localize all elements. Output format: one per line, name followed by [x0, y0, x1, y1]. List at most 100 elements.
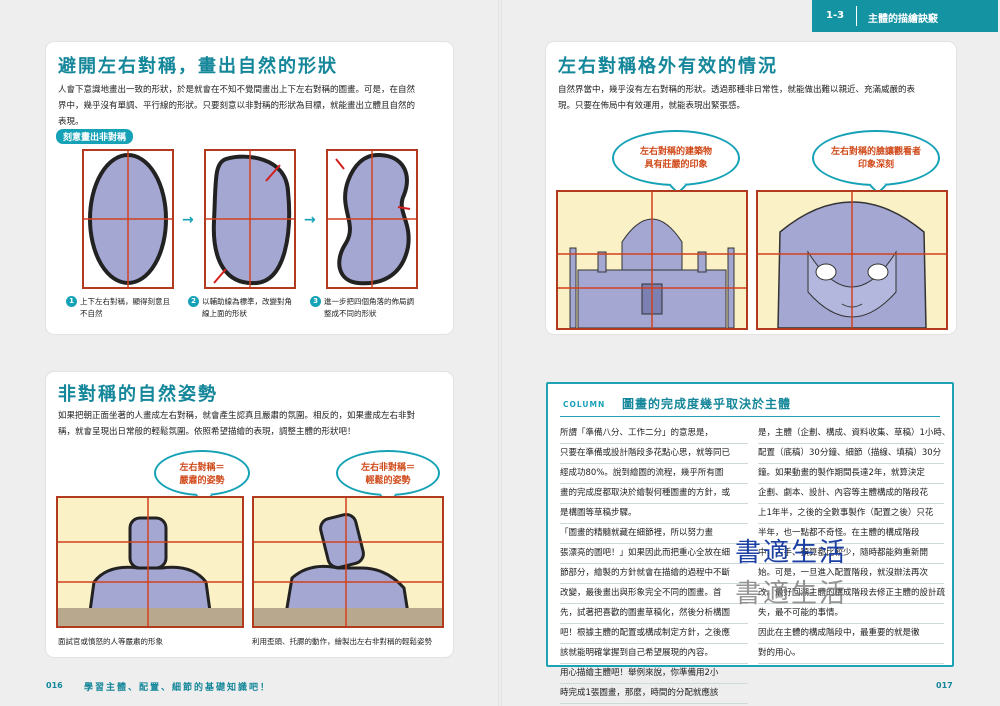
column-line: 因此在主體的構成階段中，最重要的就是徹: [758, 624, 944, 644]
bubble-line: 左右非對稱＝: [360, 463, 415, 473]
asymmetric-pose-illustration: [252, 496, 444, 628]
column-line: 始。可是，一旦進入配置階段，就沒辦法再次: [758, 564, 944, 584]
column-line: 企劃、劇本、設計、內容等主體構成的階段花: [758, 484, 944, 504]
watermark: 書適生活: [735, 579, 848, 609]
page-number-left: 016: [46, 681, 63, 690]
section-body: 人會下意識地畫出一致的形狀，於是就會在不知不覺間畫出上下左右對稱的圖畫。可是，在…: [58, 82, 448, 130]
page-gutter: [498, 0, 502, 706]
body-line: 人會下意識地畫出一致的形狀，於是就會在不知不覺間畫出上下左右對稱的圖畫。可是，在…: [58, 85, 416, 95]
column-line: 用心描繪主體吧！舉例來說，你準備用2小: [560, 664, 748, 684]
shape-frame-3: [326, 149, 418, 289]
shape-frame-1: [82, 149, 174, 289]
column-line: 失，最不可能的事情。: [758, 604, 944, 624]
body-line: 界中，幾乎沒有單調、平行線的形狀。只要刻意以非對稱的形狀為目標，就能畫出立體且自…: [58, 101, 416, 111]
column-line: 鐘。如果動畫的製作期間長達2年，就算決定: [758, 464, 944, 484]
column-line: 畫的完成度都取決於繪製何種圖畫的方針，或: [560, 484, 748, 504]
column-title: 圖畫的完成度幾乎取決於主體: [622, 397, 792, 411]
column-line: 張漂亮的圖吧！」如果因此而把重心全放在細: [560, 544, 748, 564]
caption-left: 面試官或憤怒的人等嚴肅的形象: [58, 637, 163, 646]
section-title: 避開左右對稱，畫出自然的形狀: [58, 56, 338, 77]
body-line: 稱，就會呈現出日常般的輕鬆氛圍。依照希望描繪的表現，調整主體的形狀吧！: [58, 427, 356, 437]
pose-drawing: [254, 498, 442, 626]
column-line: 吧！根據主體的配置或構成制定方針，之後應: [560, 624, 748, 644]
pose-drawing: [58, 498, 242, 626]
panel-natural-pose: 非對稱的自然姿勢 如果把朝正面坐著的人畫成左右對稱，就會產生認真且嚴肅的氛圍。相…: [46, 372, 453, 657]
column-line: 上1年半，之後的全數事製作（配置之後）只花: [758, 504, 944, 524]
bubble-line: 左右對稱的建築物: [639, 147, 712, 157]
column-line: 改變，最後畫出與形象完全不同的圖畫。首: [560, 584, 748, 604]
speech-bubble-asymmetric: 左右非對稱＝ 輕鬆的姿勢: [336, 450, 440, 505]
symmetric-pose-illustration: [56, 496, 244, 628]
bubble-line: 左右對稱的臉讓觀看者: [830, 147, 921, 157]
step-text: 以輔助線為標準，改變對角線上面的形狀: [202, 296, 292, 320]
shape-illustration: [328, 151, 416, 287]
bubble-line: 左右對稱＝: [179, 463, 225, 473]
bubble-line: 印象深刻: [857, 160, 894, 170]
column-line: 「圖畫的精髓就藏在細節裡，所以努力畫: [560, 524, 748, 544]
chapter-title: 主體的描繪訣竅: [868, 14, 938, 25]
tip-chip: 刻意畫出非對稱: [56, 129, 134, 144]
column-line: 配置（底稿）30分鐘、細節（描線、填稿）30分: [758, 444, 944, 464]
column-line: 中，人手、預算都比較少，隨時都能夠重新開: [758, 544, 944, 564]
speech-bubble-building: 左右對稱的建築物 具有莊嚴的印象: [612, 130, 740, 195]
step-line: 進一步把四個角落的佈局調: [324, 297, 414, 306]
building-drawing: [558, 192, 746, 328]
step-line: 線上面的形狀: [202, 309, 247, 318]
step-text: 上下左右對稱，顯得刻意且不自然: [80, 296, 170, 320]
section-body: 自然界當中，幾乎沒有左右對稱的形狀。透過那種非日常性，就能做出難以親近、充滿威嚴…: [558, 82, 953, 114]
chapter-tab: 1-3 主體的描繪訣竅: [812, 0, 998, 32]
column-line: 時完成1張圖畫，那麼，時間的分配就應該: [560, 684, 748, 704]
watermark: 書適生活: [735, 538, 848, 568]
section-body: 如果把朝正面坐著的人畫成左右對稱，就會產生認真且嚴肅的氛圍。相反的，如果畫成左右…: [58, 408, 448, 440]
column-line: 是，主體（企劃、構成、資料收集、草稿）1小時、: [758, 424, 950, 444]
column-text-left: 所謂「準備八分、工作二分」的意思是， 只要在準備或設計階段多花點心思，就等同已 …: [560, 424, 748, 704]
running-title: 學習主體、配置、細節的基礎知識吧！: [84, 683, 272, 693]
step-line: 不自然: [80, 309, 103, 318]
section-title: 非對稱的自然姿勢: [58, 384, 218, 405]
speech-bubble-face: 左右對稱的臉讓觀看者 印象深刻: [812, 130, 940, 195]
page-number-right: 017: [936, 681, 953, 690]
speech-bubble-symmetric: 左右對稱＝ 嚴肅的姿勢: [154, 450, 250, 505]
bubble-line: 輕鬆的姿勢: [365, 476, 411, 486]
step-number: 1: [66, 296, 77, 307]
column-line: 經成功80%。說到繪圖的流程，幾乎所有圖: [560, 464, 748, 484]
step-text: 進一步把四個角落的佈局調整成不同的形狀: [324, 296, 414, 320]
body-line: 自然界當中，幾乎沒有左右對稱的形狀。透過那種非日常性，就能做出難以親近、充滿威嚴…: [558, 85, 916, 95]
column-line: 先，試著把喜歡的圖畫草稿化，然後分析構圖: [560, 604, 748, 624]
shape-illustration: [206, 151, 294, 287]
column-line: 對的用心。: [758, 644, 944, 664]
building-illustration: [556, 190, 748, 330]
section-title: 左右對稱格外有效的情況: [558, 56, 778, 77]
step-line: 整成不同的形狀: [324, 309, 377, 318]
column-label: COLUMN: [563, 400, 606, 409]
face-drawing: [758, 192, 946, 328]
column-box: COLUMN 圖畫的完成度幾乎取決於主體 所謂「準備八分、工作二分」的意思是， …: [546, 382, 954, 704]
column-line: 半年，也一點都不奇怪。在主體的構成階段: [758, 524, 944, 544]
shape-illustration: [84, 151, 172, 287]
column-line: 節部分，繪製的方針就會在描繪的過程中不斷: [560, 564, 748, 584]
column-line: 只要在準備或設計階段多花點心思，就等同已: [560, 444, 748, 464]
column-text-right: 是，主體（企劃、構成、資料收集、草稿）1小時、 配置（底稿）30分鐘、細節（描線…: [758, 424, 950, 664]
shape-frame-2: [204, 149, 296, 289]
column-line: 所謂「準備八分、工作二分」的意思是，: [560, 424, 748, 444]
column-line: 改。最好回溯主體的構成階段去修正主體的設計疏: [758, 584, 945, 604]
face-illustration: [756, 190, 948, 330]
step-number: 2: [188, 296, 199, 307]
step-number: 3: [310, 296, 321, 307]
step-line: 以輔助線為標準，改變對角: [202, 297, 292, 306]
divider: [560, 416, 940, 417]
panel-symmetry-effective: 左右對稱格外有效的情況 自然界當中，幾乎沒有左右對稱的形狀。透過那種非日常性，就…: [546, 42, 956, 334]
body-line: 如果把朝正面坐著的人畫成左右對稱，就會產生認真且嚴肅的氛圍。相反的，如果畫成左右…: [58, 411, 416, 421]
caption-right: 利用歪頭、托腮的動作，繪製出左右非對稱的輕鬆姿勢: [252, 637, 432, 646]
arrow-icon: →: [304, 212, 316, 228]
arrow-icon: →: [182, 212, 194, 228]
column-line: 該就能明確掌握到自己希望展現的內容。: [560, 644, 748, 664]
panel-asymmetry: 避開左右對稱，畫出自然的形狀 人會下意識地畫出一致的形狀，於是就會在不知不覺間畫…: [46, 42, 453, 334]
body-line: 表現。: [58, 117, 84, 127]
divider: [856, 6, 857, 26]
bubble-line: 嚴肅的姿勢: [179, 476, 225, 486]
body-line: 現。只要在佈局中有效運用，就能表現出緊張感。: [558, 101, 746, 111]
chapter-number: 1-3: [826, 10, 845, 21]
column-line: 是構圖等草稿步驟。: [560, 504, 748, 524]
